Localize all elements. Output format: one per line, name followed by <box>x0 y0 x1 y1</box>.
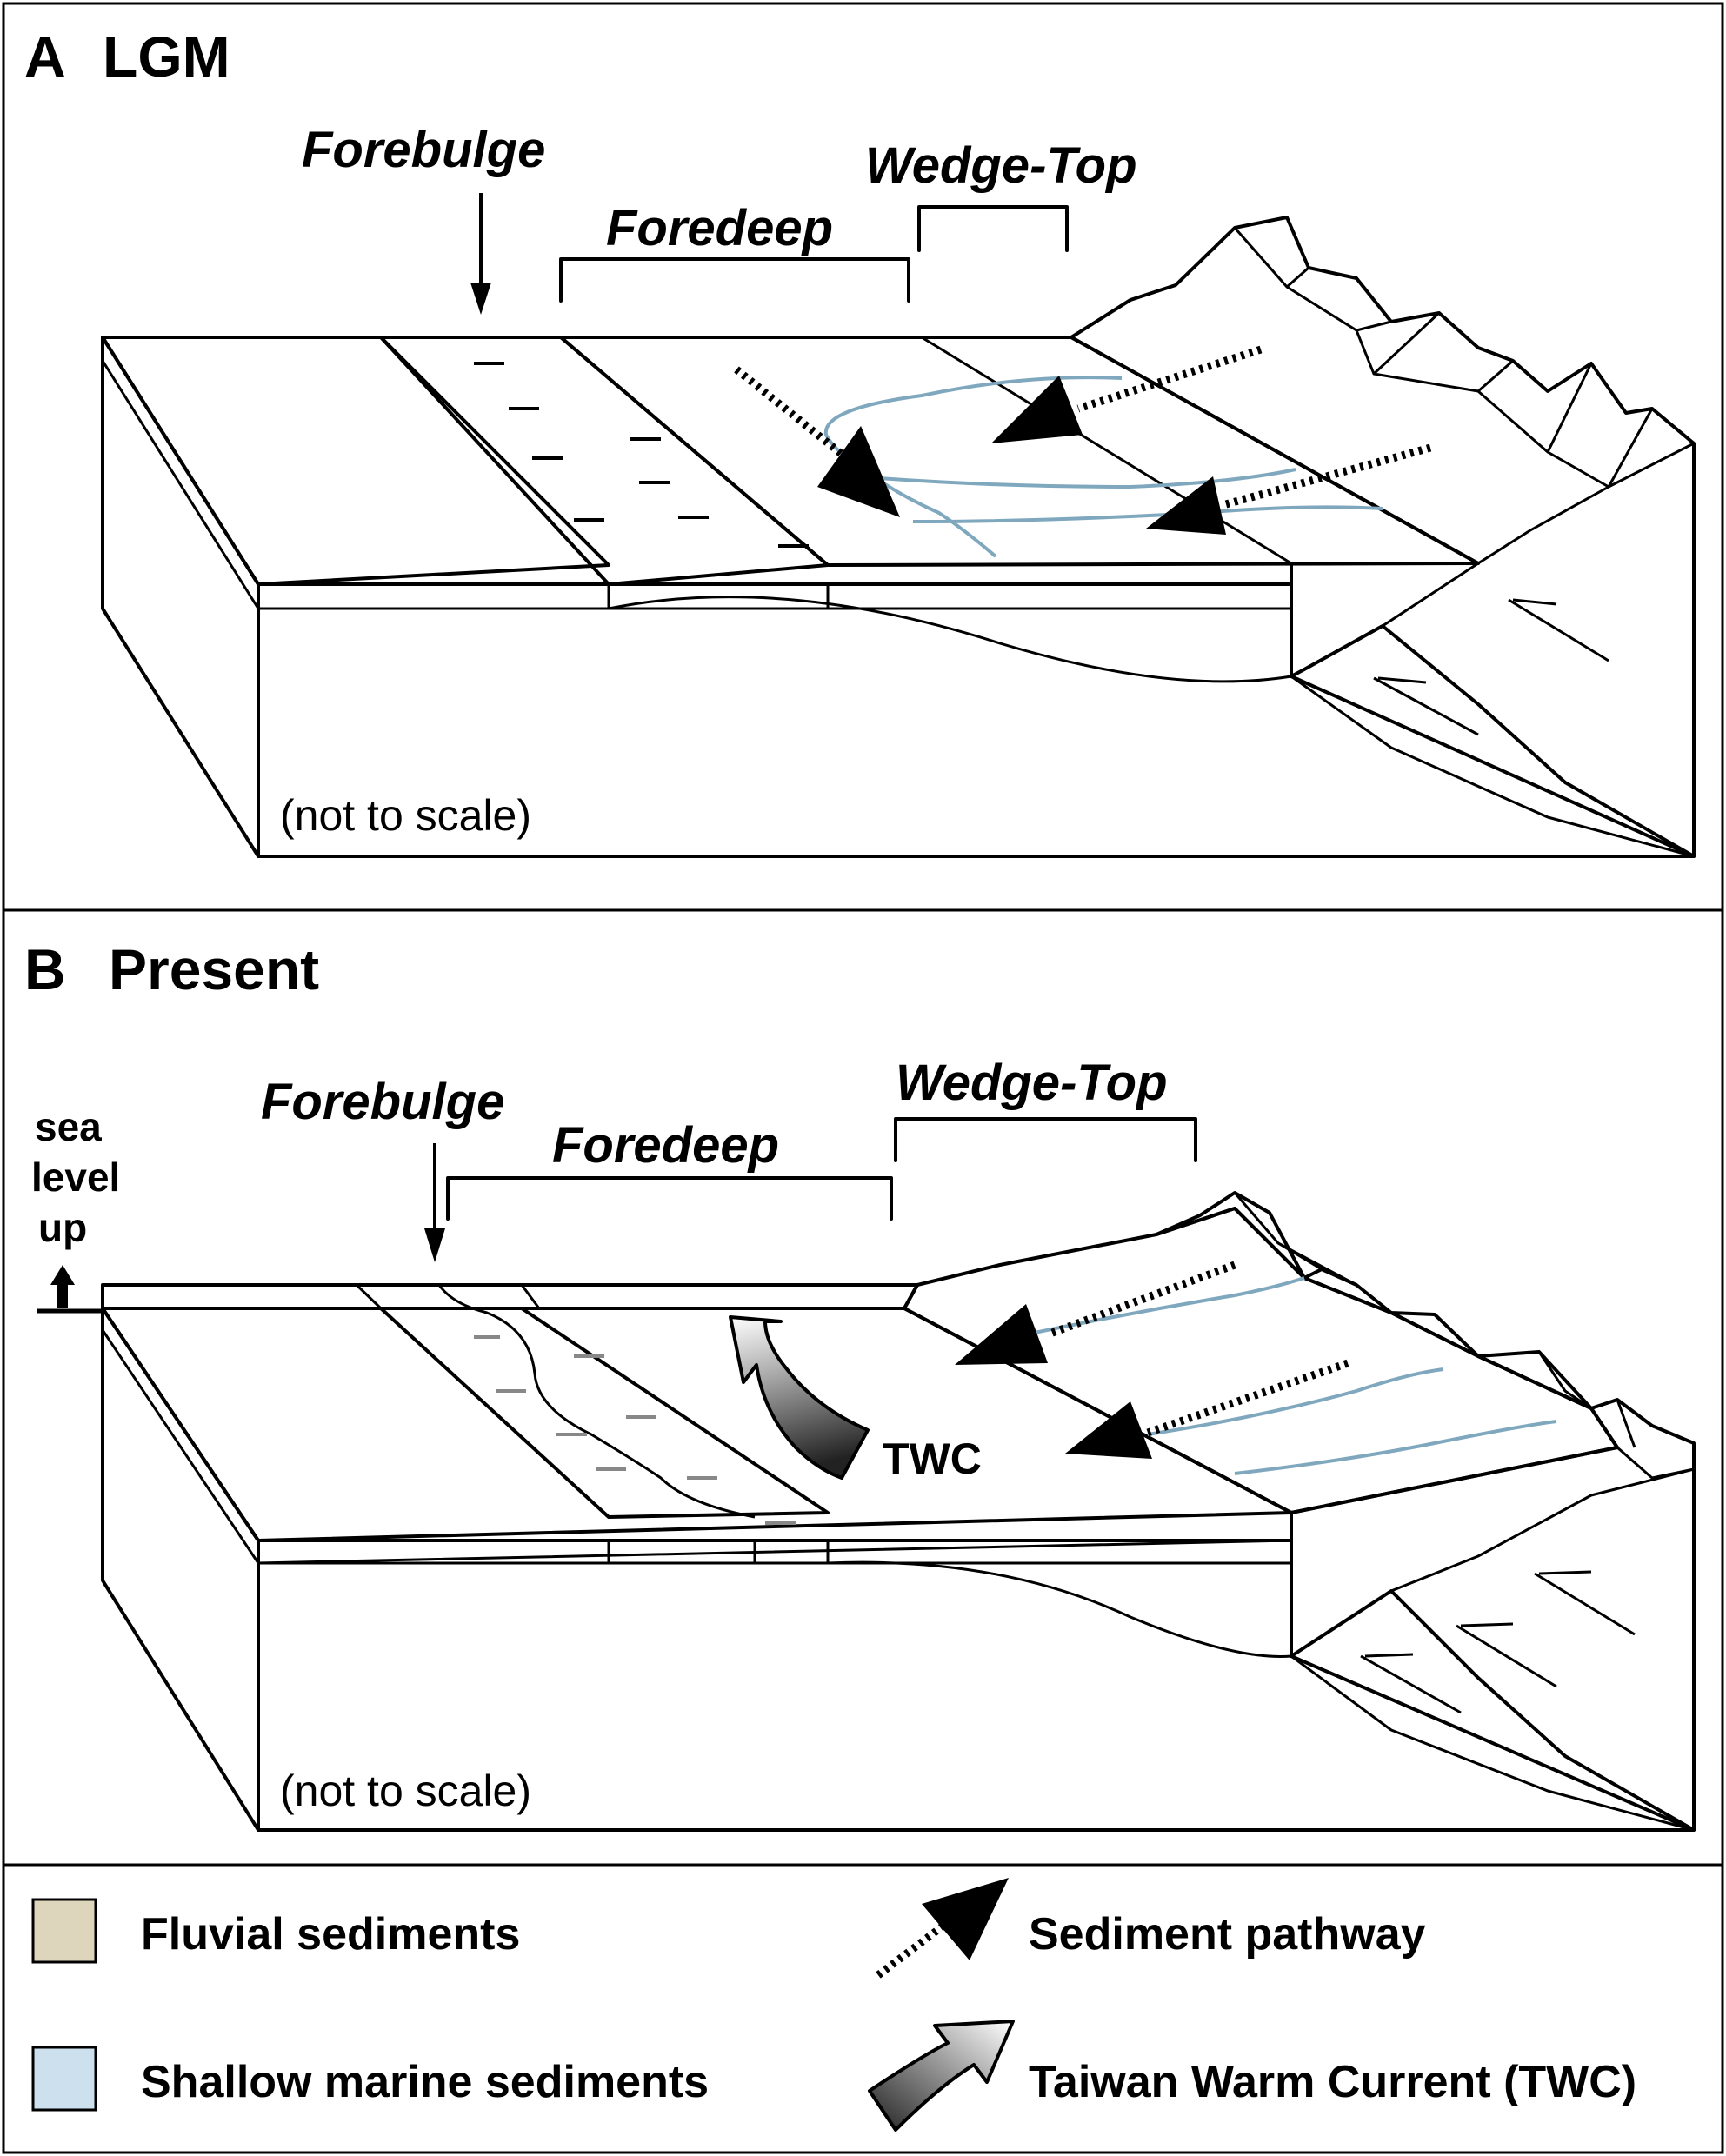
river-middle <box>877 468 1296 489</box>
panel-b: B Present sea level up <box>24 937 1696 1832</box>
forebulge-dashes <box>474 362 809 548</box>
pathway-arrow-b2 <box>1065 1401 1152 1459</box>
fluvial-surface-foredeep <box>559 336 1480 567</box>
panel-b-title: Present <box>109 937 319 1001</box>
bracket-foredeep-a <box>559 257 910 303</box>
mountain-range-b <box>1155 1191 1696 1832</box>
river-b-lower <box>1234 1420 1557 1475</box>
block-b-front-face <box>257 1539 1696 1832</box>
legend-marine-label: Shallow marine sediments <box>141 2057 709 2107</box>
pathway-arrow-a3 <box>1146 476 1226 535</box>
label-foredeep-b: Foredeep <box>552 1117 779 1174</box>
pathway-arrow-a1 <box>817 426 900 517</box>
twc-label: TWC <box>883 1434 982 1483</box>
bracket-wedgetop-a <box>917 205 1069 252</box>
label-wedgetop-a: Wedge-Top <box>865 137 1137 194</box>
river-upper <box>823 376 1123 558</box>
pathway-arrow-b1 <box>955 1304 1048 1365</box>
basement-surface <box>608 596 1292 683</box>
legend: Fluvial sediments Shallow marine sedimen… <box>31 1878 1636 2132</box>
fluvial-surface-left <box>101 336 610 586</box>
river-lower <box>912 505 1383 523</box>
coastline-wavy <box>437 1284 756 1519</box>
label-forebulge-a: Forebulge <box>302 122 545 178</box>
pathway-arrow-a2 <box>991 376 1083 443</box>
scale-note-b: (not to scale) <box>280 1767 531 1815</box>
river-b-upper <box>1025 1276 1305 1336</box>
bracket-foredeep-b <box>446 1176 893 1221</box>
sea-level-level: level <box>31 1155 120 1200</box>
sea-level-up-arrow <box>50 1265 75 1308</box>
label-wedgetop-b: Wedge-Top <box>896 1055 1168 1111</box>
panel-a: A LGM <box>24 24 1696 858</box>
mountain-face-shadow <box>1290 675 1695 858</box>
legend-swatch-fluvial <box>31 1898 97 1964</box>
sea-level-up: up <box>38 1205 87 1250</box>
label-forebulge-b: Forebulge <box>261 1074 504 1130</box>
legend-swatch-marine <box>31 2046 97 2112</box>
legend-fluvial-label: Fluvial sediments <box>141 1909 520 1960</box>
panel-a-title: LGM <box>103 24 230 89</box>
legend-pathway-icon <box>876 1878 1009 1979</box>
legend-twc-label: Taiwan Warm Current (TWC) <box>1029 2057 1636 2107</box>
legend-pathway-label: Sediment pathway <box>1029 1909 1426 1960</box>
forebulge-dashes-b <box>474 1335 796 1525</box>
sea-layer-top <box>101 1283 919 1310</box>
block-b-left-face <box>101 1307 260 1832</box>
legend-twc-icon <box>868 2020 1015 2132</box>
panel-a-letter: A <box>24 24 66 89</box>
block-left-face <box>101 336 260 858</box>
panel-b-letter: B <box>24 937 66 1001</box>
scale-note-a: (not to scale) <box>280 791 531 840</box>
sea-level-sea: sea <box>35 1104 102 1149</box>
label-foredeep-a: Foredeep <box>606 200 833 256</box>
twc-arrow <box>729 1315 870 1480</box>
river-b-middle <box>1147 1367 1444 1436</box>
basement-surface-b <box>827 1560 1292 1658</box>
mountain-range <box>1070 216 1696 858</box>
bracket-wedgetop-b <box>894 1117 1197 1162</box>
block-front-face <box>257 582 1696 858</box>
